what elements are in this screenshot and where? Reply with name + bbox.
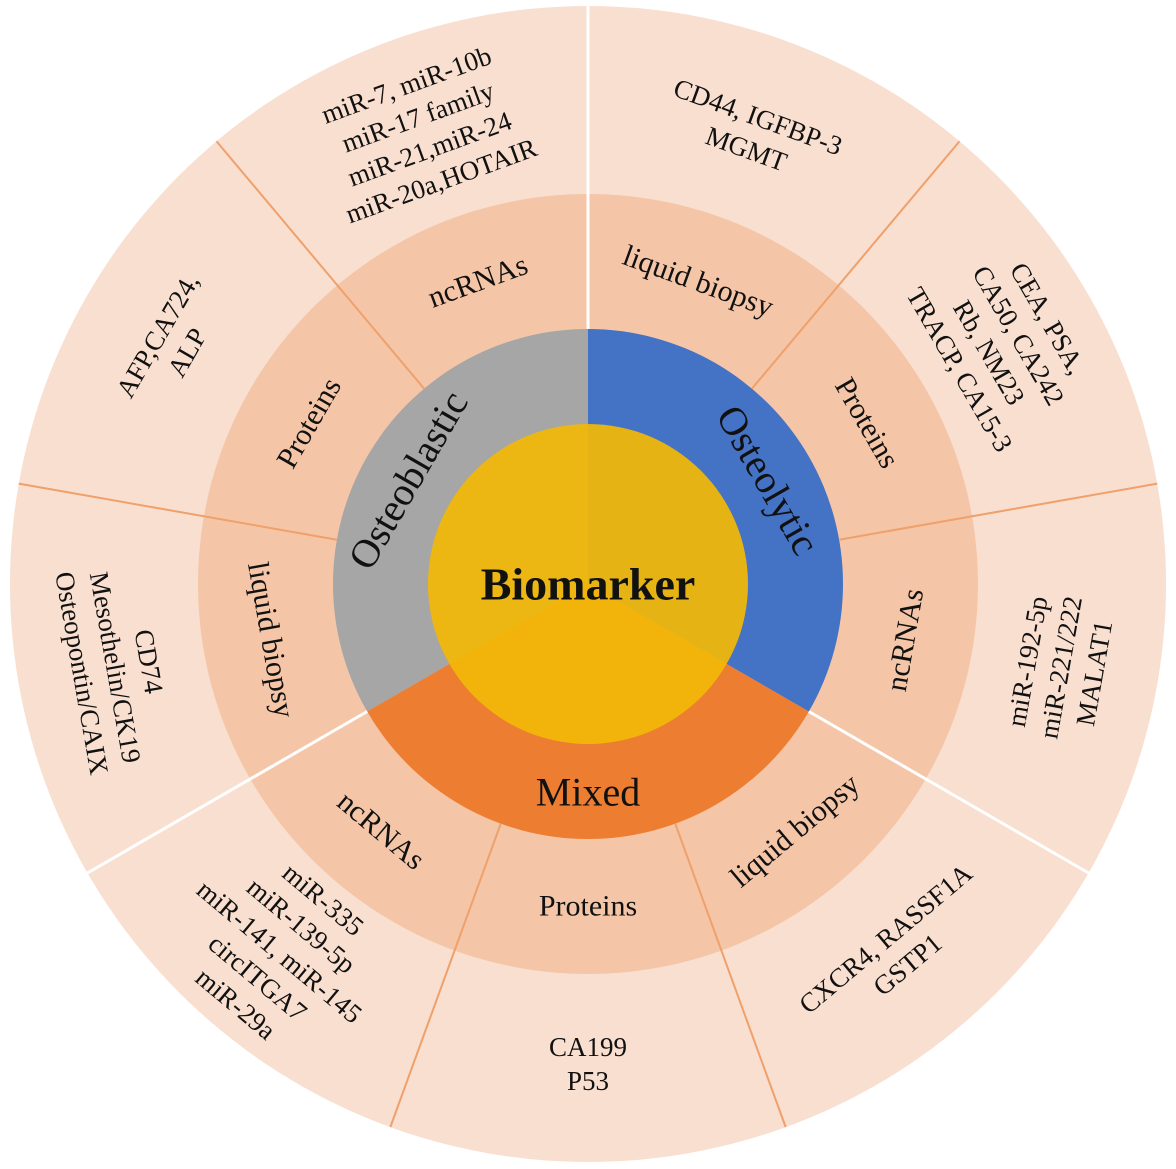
sector-separator-line <box>751 140 961 390</box>
center-label: Biomarker <box>481 559 696 610</box>
category-label-mixed-proteins: Proteins <box>539 890 637 923</box>
sector-separator-line <box>674 823 787 1128</box>
type-separator-line <box>808 710 1092 876</box>
type-label-mixed: Mixed <box>536 770 640 815</box>
sector-separator-line <box>215 140 425 390</box>
sector-separator-line <box>389 823 502 1128</box>
biomarker-item: CA199 <box>549 1032 627 1062</box>
sector-separator-line <box>18 482 338 541</box>
sector-separator-line <box>838 482 1158 541</box>
biomarker-item: P53 <box>567 1066 609 1096</box>
center-disc <box>428 424 748 744</box>
type-separator-line <box>84 710 368 876</box>
